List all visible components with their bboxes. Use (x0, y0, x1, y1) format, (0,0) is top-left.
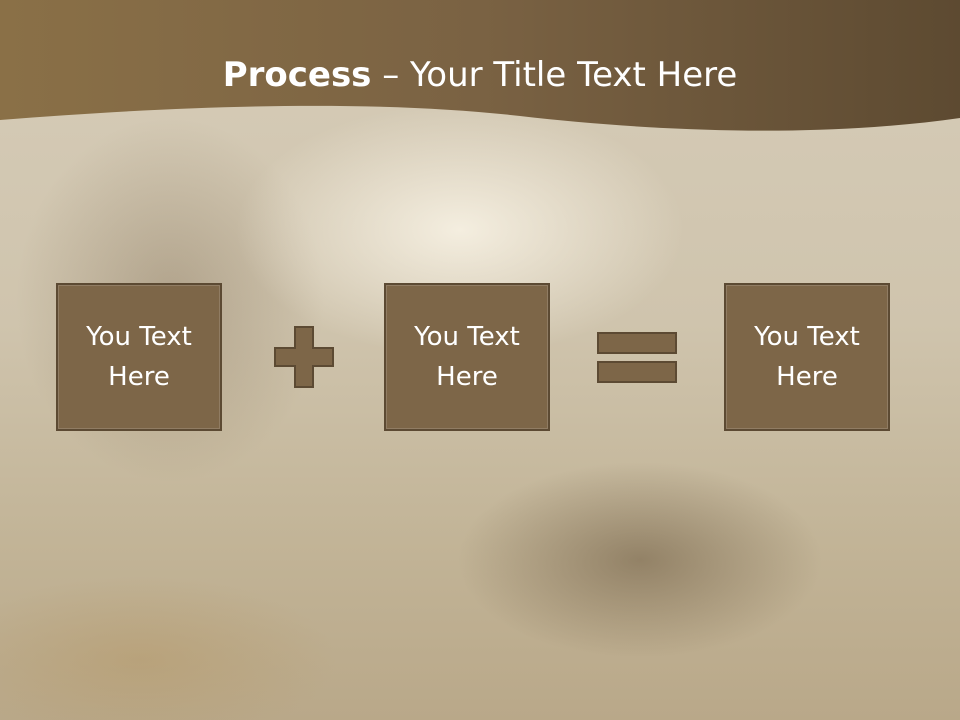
title-banner (0, 0, 960, 131)
process-box-3-text: You Text Here (754, 322, 860, 392)
process-box-1[interactable]: You Text Here (56, 283, 222, 431)
equals-icon (597, 332, 677, 383)
process-box-2[interactable]: You Text Here (384, 283, 550, 431)
process-box-2-text: You Text Here (414, 322, 520, 392)
process-box-1-text: You Text Here (86, 322, 192, 392)
title-bold: Process (222, 55, 372, 95)
plus-icon (274, 326, 334, 388)
title-rest: – Your Title Text Here (371, 55, 738, 95)
process-box-3[interactable]: You Text Here (724, 283, 890, 431)
slide-title: Process – Your Title Text Here (0, 50, 960, 100)
